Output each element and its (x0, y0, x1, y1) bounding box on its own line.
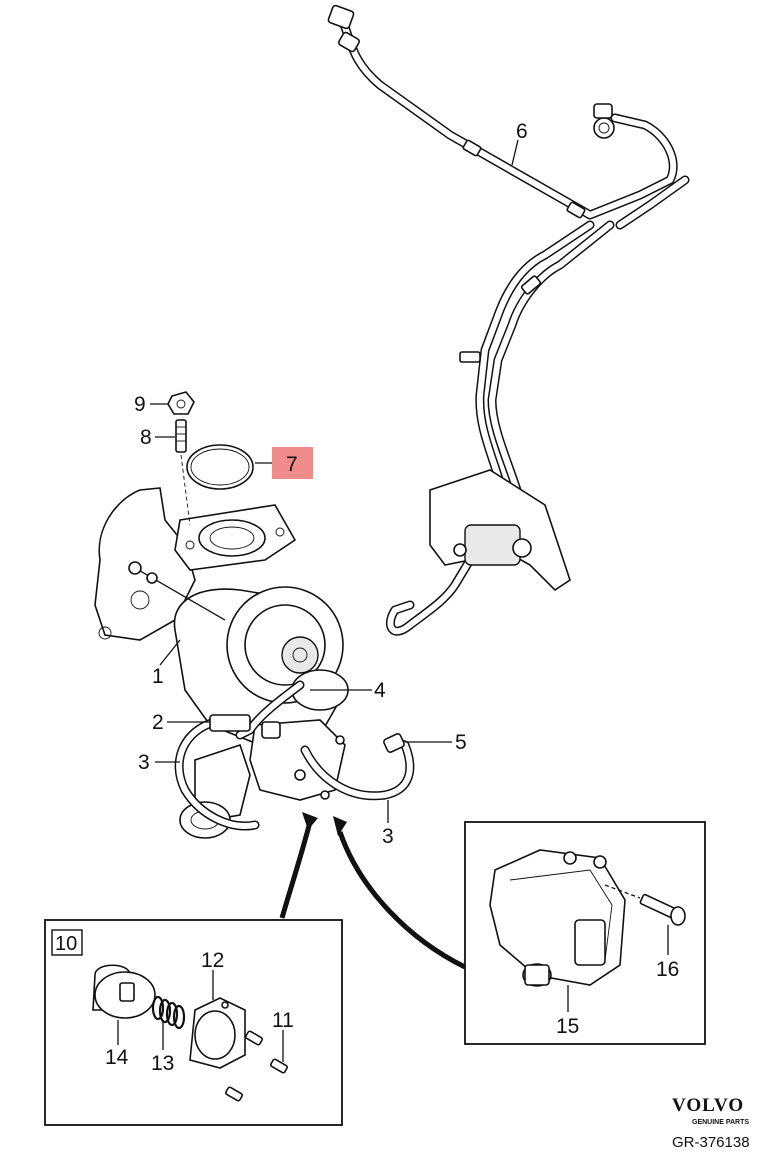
callout-3-left: 3 (138, 751, 150, 774)
inset-left: 10 12 11 14 13 (44, 919, 343, 1126)
brand-tagline: GENUINE PARTS (692, 1119, 749, 1126)
callout-14: 14 (105, 1046, 129, 1069)
inset-right: 16 15 (464, 821, 706, 1045)
callout-6: 6 (516, 120, 528, 143)
drawing-code: GR-376138 (672, 1134, 750, 1151)
callout-numbers: 9 8 7 6 1 2 3 3 4 5 (134, 120, 528, 848)
callout-13: 13 (151, 1052, 174, 1075)
callout-12: 12 (201, 949, 224, 972)
callout-5: 5 (455, 731, 467, 754)
callout-2: 2 (152, 711, 164, 734)
inset-box-label: 10 (55, 933, 77, 955)
callout-9: 9 (134, 393, 146, 416)
callout-16: 16 (656, 958, 679, 981)
callout-7: 7 (286, 453, 298, 476)
brand-logo: VOLVO (672, 1095, 744, 1116)
turbocharger-assembly (94, 391, 415, 839)
callout-4: 4 (374, 679, 386, 702)
brand-block: VOLVO GENUINE PARTS GR-376138 (672, 1095, 750, 1151)
callout-11: 11 (272, 1009, 294, 1032)
inset-arrows (279, 812, 467, 970)
coolant-pipe-assembly (327, 4, 690, 636)
highlight-box (272, 447, 313, 479)
callout-8: 8 (140, 426, 152, 449)
callout-leaders (150, 139, 519, 823)
callout-15: 15 (556, 1015, 579, 1038)
callout-1: 1 (152, 665, 164, 688)
callout-3-right: 3 (382, 825, 394, 848)
